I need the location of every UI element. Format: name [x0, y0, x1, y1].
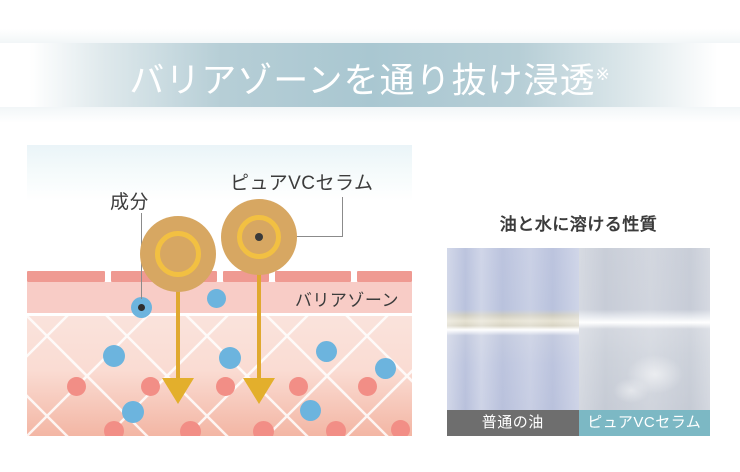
- particle-dot: [122, 401, 144, 423]
- page-title-footnote-mark: ※: [595, 65, 611, 84]
- particle-dot: [219, 347, 241, 369]
- diagram-background-sky: [27, 145, 412, 201]
- corneum-block: [275, 271, 351, 282]
- ingredient-marker-core: [138, 304, 145, 311]
- particle-dot: [326, 421, 346, 436]
- barrier-zone-layer: バリアゾーン: [27, 282, 412, 313]
- particle-dot: [375, 358, 396, 379]
- pure-vc-serum-caption: ピュアVCセラム: [578, 410, 710, 436]
- serum-leader-line-horizontal: [261, 236, 343, 237]
- droplet-right-ring: [237, 215, 281, 259]
- serum-leader-line-vertical: [342, 197, 343, 237]
- particle-dot: [216, 377, 235, 396]
- particle-dot: [300, 400, 321, 421]
- ordinary-oil-photo-image: [447, 248, 579, 410]
- ordinary-oil-caption: 普通の油: [447, 410, 579, 436]
- particle-dot: [103, 345, 125, 367]
- particle-dot: [358, 377, 377, 396]
- particle-dot: [289, 377, 308, 396]
- page-title-text: バリアゾーンを通り抜け浸透: [129, 61, 596, 101]
- barrier-zone-label: バリアゾーン: [294, 291, 399, 310]
- page-title: バリアゾーンを通り抜け浸透※: [0, 40, 740, 110]
- pure-vc-serum-photo-image: [578, 248, 710, 410]
- skin-penetration-diagram: バリアゾーン 成分 ピュアVCセラム: [27, 145, 412, 436]
- particle-dot: [391, 420, 410, 436]
- ingredient-label: 成分: [110, 192, 150, 213]
- particle-dot: [207, 289, 226, 308]
- stratum-corneum-row: [27, 271, 412, 282]
- particle-dot: [180, 421, 201, 436]
- photo-pure-vc-serum: ピュアVCセラム: [578, 248, 710, 436]
- layer-divider: [27, 313, 412, 316]
- droplet-right-core: [255, 233, 263, 241]
- penetration-arrow-shaft: [176, 282, 180, 378]
- header-gradient-band: [0, 29, 740, 123]
- comparison-photo-pair: 普通の油 ピュアVCセラム: [447, 248, 710, 436]
- comparison-heading: 油と水に溶ける性質: [499, 215, 658, 234]
- photo-ordinary-oil: 普通の油: [447, 248, 579, 436]
- particle-dot: [67, 377, 86, 396]
- particle-dot: [316, 341, 337, 362]
- lattice-pattern-icon: [27, 316, 412, 436]
- penetration-arrow-head: [162, 378, 194, 404]
- solubility-comparison-panel: 油と水に溶ける性質 普通の油 ピュアVCセラム: [447, 210, 710, 436]
- corneum-block: [357, 271, 412, 282]
- serum-label: ピュアVCセラム: [230, 173, 374, 194]
- droplet-left-ring: [155, 231, 201, 277]
- penetration-arrow-shaft: [257, 265, 261, 378]
- corneum-block: [223, 271, 269, 282]
- corneum-block: [27, 271, 105, 282]
- penetration-arrow-head: [243, 378, 275, 404]
- particle-dot: [141, 377, 160, 396]
- ingredient-marker: [131, 297, 152, 318]
- particle-dot: [104, 421, 124, 436]
- particle-dot: [253, 421, 274, 436]
- dermis-layer: [27, 316, 412, 436]
